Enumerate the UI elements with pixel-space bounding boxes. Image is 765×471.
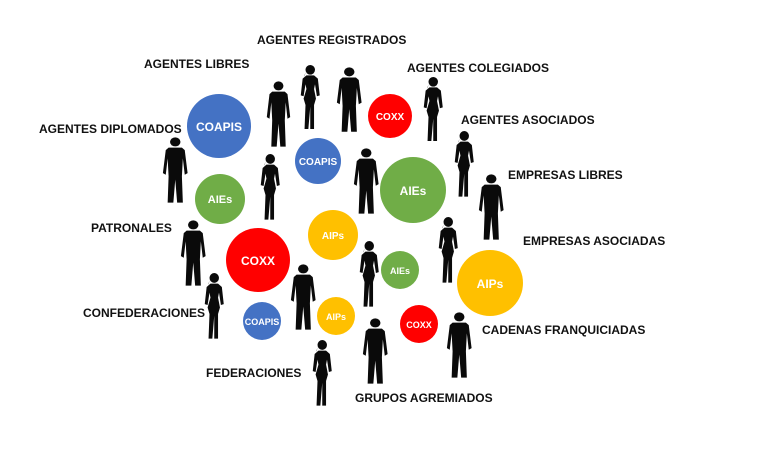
label-agentes-asociados: AGENTES ASOCIADOS [461,113,595,127]
person-icon [478,174,504,240]
person-icon [312,340,332,406]
label-confederaciones: CONFEDERACIONES [83,306,206,320]
label-agentes-diplomados: AGENTES DIPLOMADOS [39,122,182,136]
bubble-label: AIEs [390,266,410,276]
bubble-label: AIPs [326,312,346,322]
bubble-aips-small: AIPs [317,297,355,335]
label-federaciones: FEDERACIONES [206,366,302,380]
bubble-coapis-medium: COAPIS [295,138,341,184]
bubble-coxx-large: COXX [226,228,290,292]
person-icon [423,77,443,141]
bubble-aies-small: AIEs [381,251,419,289]
label-empresas-asociadas: EMPRESAS ASOCIADAS [523,234,666,248]
person-icon [300,65,320,129]
person-icon [204,273,224,339]
bubble-coapis-small: COAPIS [243,302,281,340]
bubble-label: COXX [376,112,405,123]
bubble-label: COAPIS [299,157,338,168]
bubble-label: COXX [406,320,432,330]
person-icon [290,264,316,330]
bubble-aips-medium: AIPs [308,210,358,260]
bubble-coapis-large: COAPIS [187,94,251,158]
person-icon [266,81,291,147]
person-icon [353,148,379,214]
label-agentes-colegiados: AGENTES COLEGIADOS [407,61,550,75]
bubble-aies-medium: AIEs [195,174,245,224]
bubble-label: AIEs [400,184,427,198]
person-icon [438,217,458,283]
person-icon [336,67,362,132]
bubble-label: COAPIS [196,120,242,134]
bubble-coxx-top: COXX [368,94,412,138]
label-agentes-libres: AGENTES LIBRES [144,57,250,71]
label-patronales: PATRONALES [91,221,172,235]
label-empresas-libres: EMPRESAS LIBRES [508,168,623,182]
person-icon [180,220,206,286]
bubble-label: COXX [241,254,275,268]
label-agentes-registrados: AGENTES REGISTRADOS [257,33,407,47]
person-icon [162,137,188,203]
bubble-label: COAPIS [245,317,280,327]
person-icon [362,318,388,384]
label-cadenas-franquiciadas: CADENAS FRANQUICIADAS [482,323,646,337]
bubble-label: AIEs [208,194,232,206]
person-icon [359,241,379,307]
bubble-aips-large: AIPs [457,250,523,316]
bubble-coxx-small: COXX [400,305,438,343]
bubble-label: AIPs [477,277,504,291]
label-grupos-agremiados: GRUPOS AGREMIADOS [355,391,493,405]
bubble-label: AIPs [322,231,345,242]
person-icon [454,131,474,197]
person-icon [260,154,280,220]
bubble-aies-large: AIEs [380,157,446,223]
person-icon [446,312,472,378]
